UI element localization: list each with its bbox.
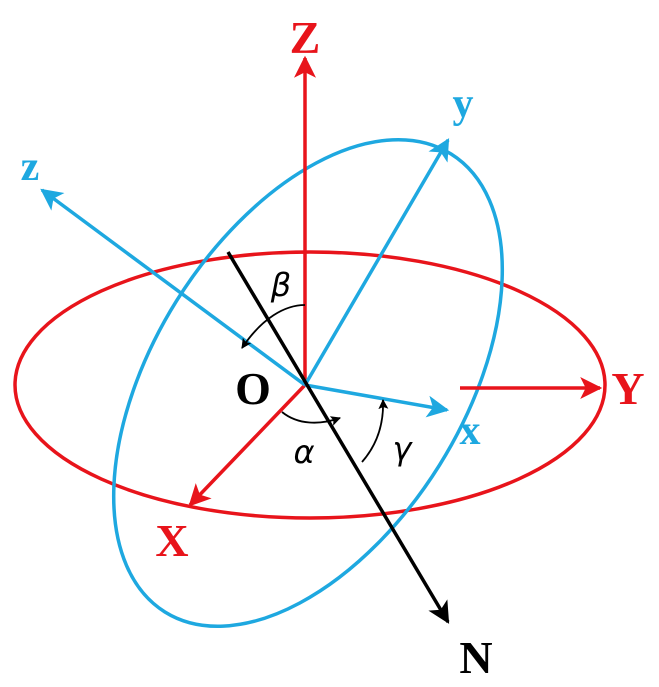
body-z-axis — [40, 188, 307, 387]
label-alpha: α — [293, 433, 314, 471]
label-gamma: γ — [393, 430, 414, 468]
label-origin: O — [235, 363, 271, 414]
fixed-x-axis — [188, 383, 307, 507]
label-node-line: N — [459, 632, 492, 683]
label-fixed-z: Z — [290, 12, 321, 63]
body-y-axis — [303, 138, 450, 386]
fixed-xy-plane-ellipse — [13, 250, 607, 520]
label-body-z: z — [21, 144, 40, 190]
gamma-arc — [361, 399, 389, 463]
body-xy-plane-ellipse — [111, 137, 505, 629]
label-fixed-x: X — [155, 515, 188, 566]
beta-arc — [241, 304, 306, 349]
label-fixed-y: Y — [611, 363, 644, 414]
label-body-x: x — [460, 408, 481, 454]
label-body-y: y — [453, 81, 474, 127]
label-beta: β — [270, 266, 291, 304]
body-x-axis — [304, 383, 450, 418]
node-line — [226, 251, 450, 624]
alpha-arc — [281, 411, 341, 426]
